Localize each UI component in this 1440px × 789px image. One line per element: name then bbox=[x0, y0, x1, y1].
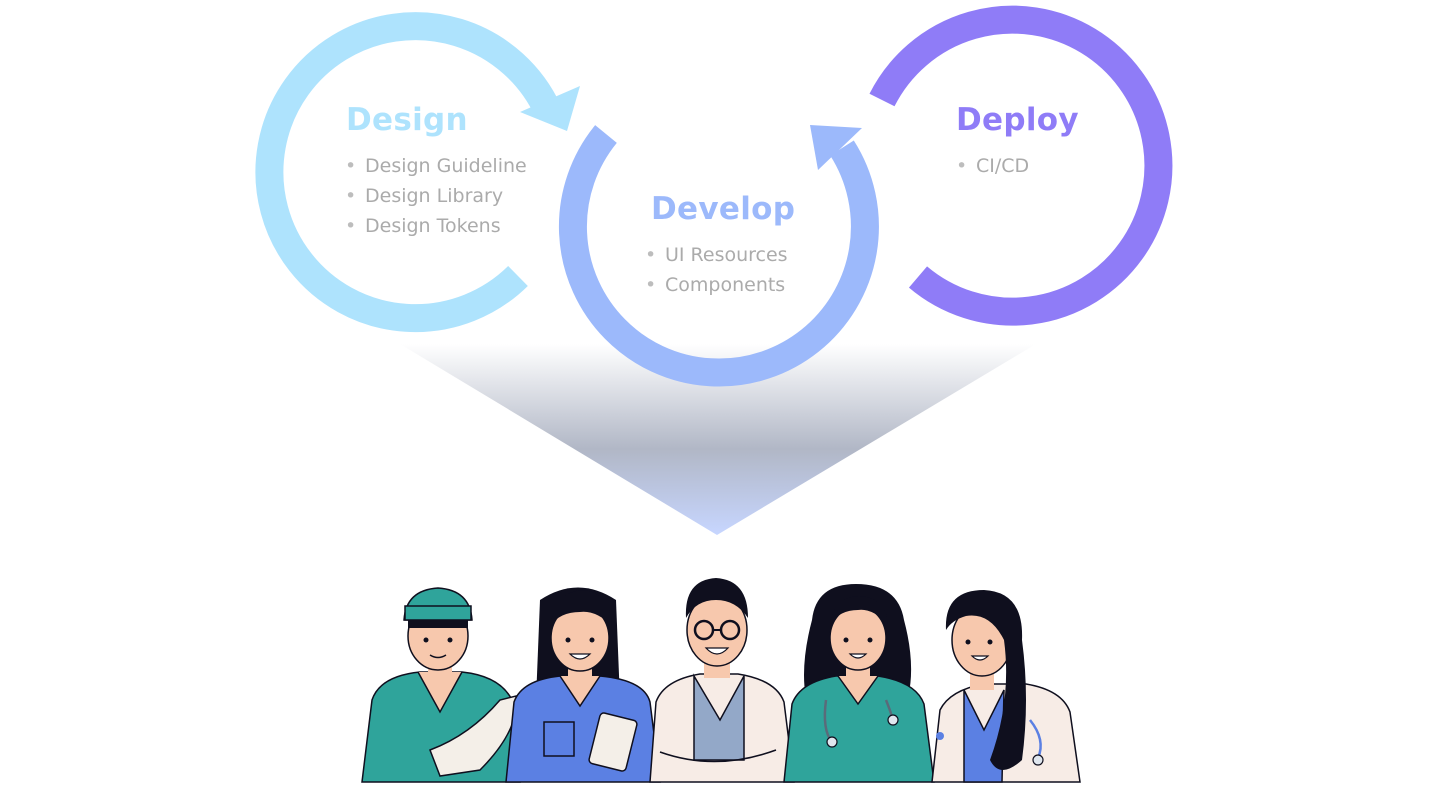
design-arrowhead-icon bbox=[520, 86, 580, 131]
bullet-dot-icon: • bbox=[345, 215, 356, 237]
bullet-dot-icon: • bbox=[345, 155, 356, 177]
develop-cycle bbox=[558, 125, 879, 387]
design-item-1: Design Guideline bbox=[365, 155, 527, 177]
deploy-title: Deploy bbox=[956, 102, 1079, 138]
develop-text-block: Develop • UI Resources • Components bbox=[645, 191, 795, 296]
deploy-cycle bbox=[869, 5, 1173, 326]
develop-ring bbox=[558, 125, 879, 387]
funnel-shape bbox=[400, 344, 1036, 535]
design-title: Design bbox=[346, 102, 468, 138]
surgeon-figure bbox=[361, 587, 521, 783]
bullet-dot-icon: • bbox=[645, 244, 656, 266]
design-text-block: Design • Design Guideline • Design Libra… bbox=[345, 102, 527, 237]
develop-item-1: UI Resources bbox=[665, 244, 788, 266]
blue-scrubs-nurse-figure bbox=[505, 587, 661, 783]
design-ring bbox=[255, 12, 561, 333]
design-item-3: Design Tokens bbox=[365, 215, 501, 237]
design-cycle bbox=[255, 12, 580, 333]
deploy-ring bbox=[869, 5, 1173, 326]
deploy-text-block: Deploy • CI/CD bbox=[956, 102, 1079, 177]
bullet-dot-icon: • bbox=[345, 185, 356, 207]
doctor-with-glasses-figure bbox=[649, 578, 795, 783]
design-item-2: Design Library bbox=[365, 185, 503, 207]
develop-title: Develop bbox=[651, 191, 795, 227]
bullet-dot-icon: • bbox=[956, 155, 967, 177]
develop-item-2: Components bbox=[665, 274, 785, 296]
medical-team-illustration bbox=[361, 578, 1081, 783]
develop-arrowhead-icon bbox=[810, 125, 862, 170]
deploy-item-1: CI/CD bbox=[976, 155, 1029, 177]
doctor-with-stethoscope-figure bbox=[931, 590, 1081, 783]
bullet-dot-icon: • bbox=[645, 274, 656, 296]
teal-scrubs-nurse-figure bbox=[783, 584, 935, 783]
